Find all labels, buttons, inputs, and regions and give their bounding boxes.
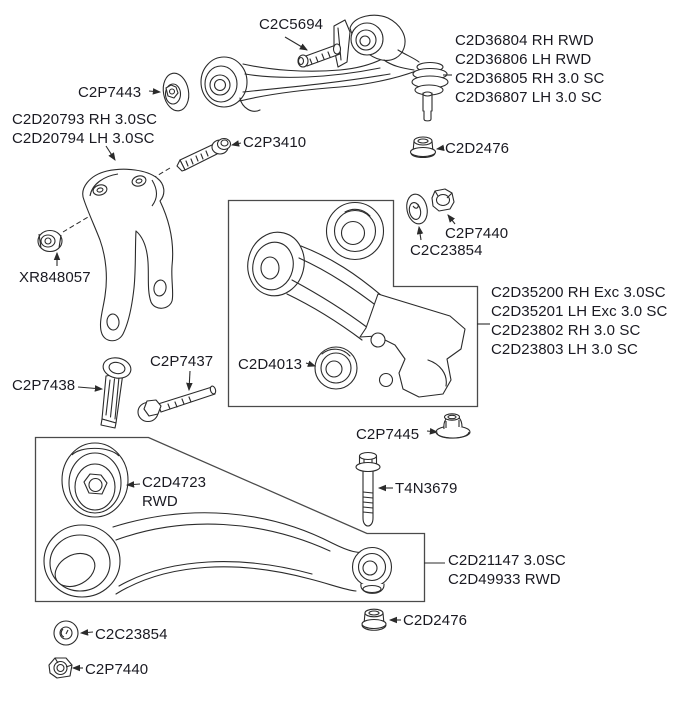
leader-c2p7443	[148, 88, 162, 95]
c2p7440-mid-nut-drawing	[431, 188, 455, 212]
leader-c2c23854-bottom	[79, 629, 94, 636]
c2p7440-bottom-nut-drawing	[48, 657, 73, 679]
lower-control-arm-drawing	[43, 512, 393, 598]
label-c2d4013: C2D4013	[238, 356, 303, 373]
label-c2d49933: C2D49933 RWD	[448, 571, 561, 588]
label-c2d35201: C2D35201 LH Exc 3.0 SC	[491, 303, 668, 320]
label-group-bracket: C2D20793 RH 3.0SC C2D20794 LH 3.0SC	[12, 110, 157, 148]
label-c2d2476-bottom: C2D2476	[403, 612, 468, 629]
label-c2d2476-top: C2D2476	[445, 140, 510, 157]
label-c2d21147: C2D21147 3.0SC	[448, 552, 566, 569]
c2c5694-bolt-drawing	[297, 19, 351, 68]
c2p7445-nut-drawing	[435, 413, 471, 439]
c2d4723-bushing-drawing	[61, 442, 129, 518]
label-c2p7438: C2P7438	[12, 377, 76, 394]
c2d2476-top-nut-drawing	[409, 136, 437, 159]
middle-control-arm-drawing	[247, 201, 466, 398]
label-c2p3410: C2P3410	[243, 134, 307, 151]
leader-c2d4013	[305, 360, 317, 367]
label-group-mid-arm: C2D35200 RH Exc 3.0SC C2D35201 LH Exc 3.…	[491, 283, 667, 359]
label-c2d4723-rwd: RWD	[142, 493, 178, 510]
c2c23854-mid-washer-drawing	[406, 193, 428, 225]
label-group-c2d4723: C2D4723 RWD	[142, 473, 206, 511]
c2d20793-bracket-drawing	[82, 168, 174, 342]
leader-c2p3410	[230, 140, 242, 147]
label-c2d35200: C2D35200 RH Exc 3.0SC	[491, 284, 666, 301]
xr848057-nut-drawing	[37, 229, 63, 253]
c2p7437-bolt-drawing	[137, 385, 217, 423]
label-c2c5694: C2C5694	[259, 16, 324, 33]
label-c2d20793: C2D20793 RH 3.0SC	[12, 111, 158, 128]
label-group-upper-arm: C2D36804 RH RWD C2D36806 LH RWD C2D36805…	[455, 31, 604, 107]
middle-arm-group-box	[227, 199, 479, 408]
label-c2d36805: C2D36805 RH 3.0 SC	[455, 70, 605, 87]
label-c2c23854-mid: C2C23854	[410, 242, 483, 259]
c2p7438-bolt-drawing	[100, 357, 132, 429]
leader-c2p7438	[77, 385, 104, 392]
c2p7443-washer-drawing	[162, 72, 190, 112]
label-c2p7440-bottom: C2P7440	[85, 661, 149, 678]
leader-c2c5694	[284, 36, 308, 51]
label-c2d4723: C2D4723	[142, 474, 207, 491]
label-c2d36806: C2D36806 LH RWD	[455, 51, 592, 68]
c2c23854-bottom-washer-drawing	[53, 620, 79, 646]
label-c2d20794: C2D20794 LH 3.0SC	[12, 130, 155, 147]
lower-arm-group-box	[34, 436, 426, 603]
leader-c2p7440-mid	[447, 214, 456, 225]
label-c2p7437: C2P7437	[150, 353, 214, 370]
label-c2p7445: C2P7445	[356, 426, 420, 443]
leader-c2p7445	[426, 428, 439, 435]
label-c2p7440-mid: C2P7440	[445, 225, 509, 242]
leader-c2d20793	[105, 145, 116, 161]
label-c2c23854-bottom: C2C23854	[95, 626, 168, 643]
leader-c2d4723	[125, 481, 141, 488]
label-group-lower-arm: C2D21147 3.0SC C2D49933 RWD	[448, 551, 566, 589]
leader-c2p7437	[186, 370, 193, 392]
label-c2d36807: C2D36807 LH 3.0 SC	[455, 89, 602, 106]
label-c2d23803: C2D23803 LH 3.0 SC	[491, 341, 638, 358]
label-c2d36804: C2D36804 RH RWD	[455, 32, 594, 49]
leader-c2d2476-top	[435, 144, 445, 152]
c2d2476-bottom-nut-drawing	[361, 608, 387, 631]
label-xr848057: XR848057	[19, 269, 91, 286]
leader-c2c23854-mid	[416, 225, 424, 241]
c2p3410-bolt-drawing	[176, 137, 232, 172]
label-c2p7443: C2P7443	[78, 84, 142, 101]
t4n3679-bolt-drawing	[355, 451, 381, 527]
label-c2d23802: C2D23802 RH 3.0 SC	[491, 322, 641, 339]
upper-control-arm-drawing	[200, 14, 449, 122]
label-t4n3679: T4N3679	[395, 480, 458, 497]
